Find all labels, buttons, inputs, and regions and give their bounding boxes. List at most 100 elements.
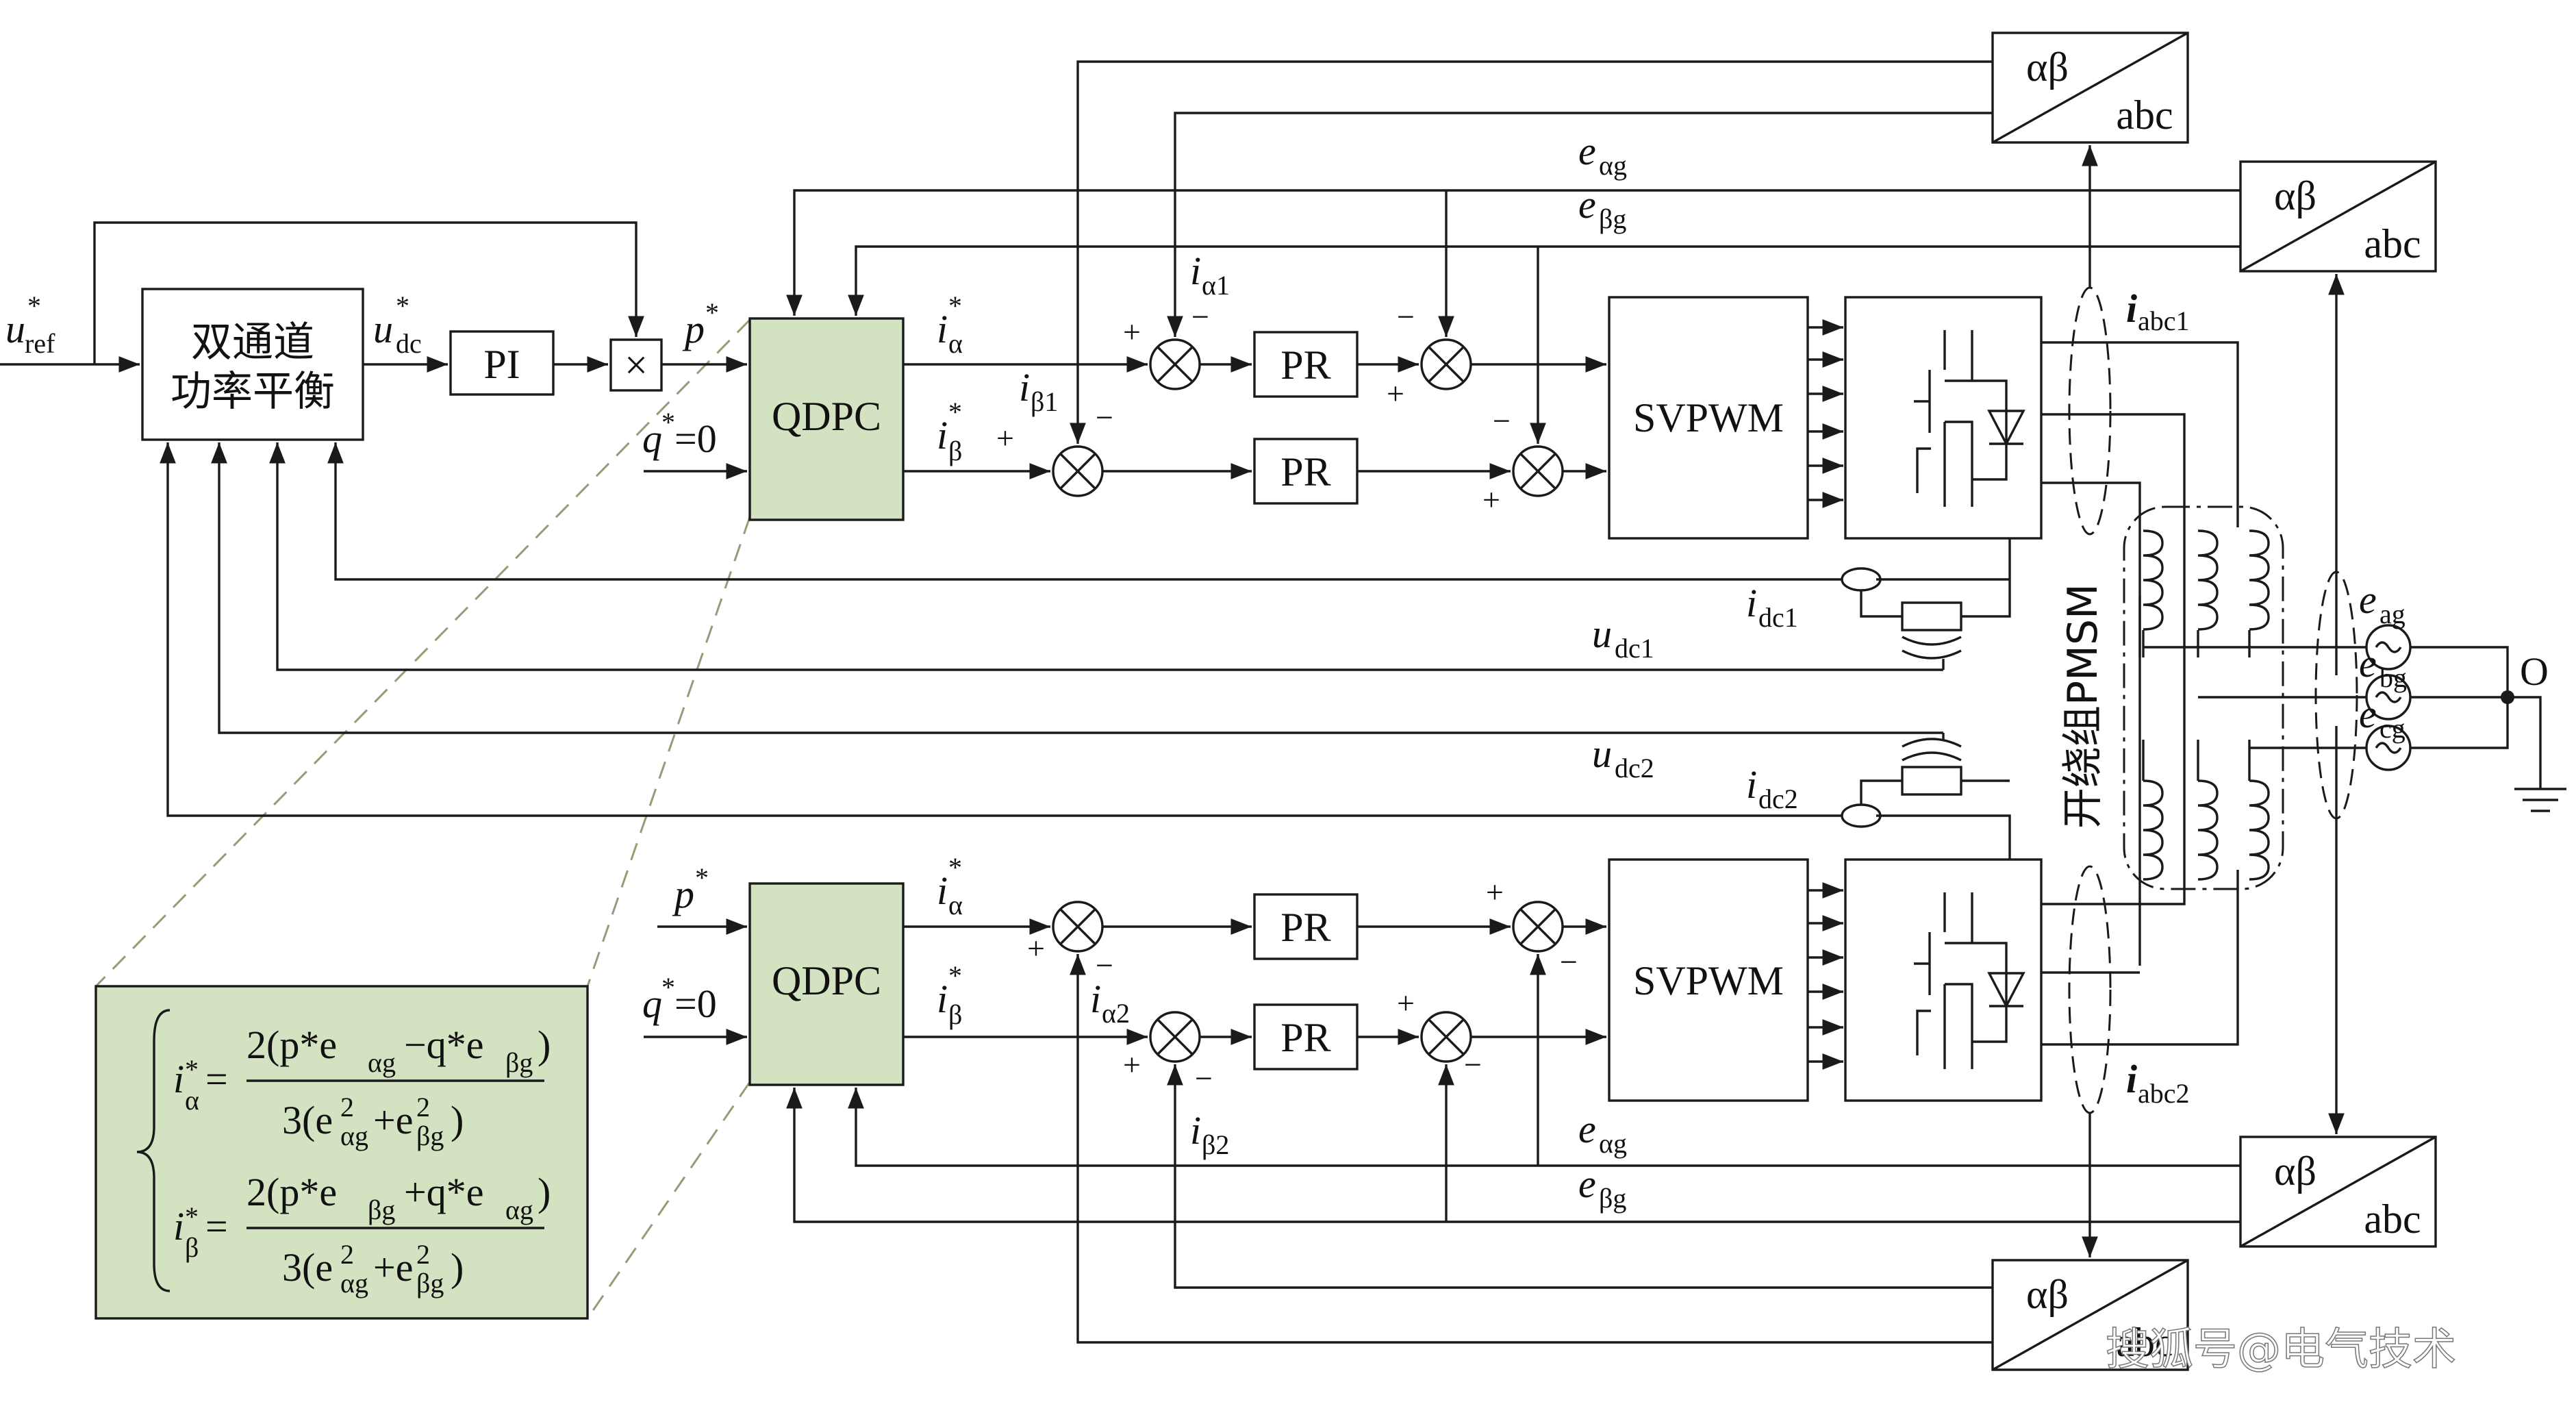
svg-text:αg: αg (368, 1047, 396, 1078)
svg-text:αg: αg (505, 1194, 533, 1225)
svg-text:αβ: αβ (2026, 45, 2069, 90)
svg-text:3(e: 3(e (282, 1245, 333, 1290)
svg-text:p: p (672, 872, 694, 916)
svg-text:ag: ag (2379, 599, 2405, 629)
signal-lines-bottom (644, 726, 2345, 1344)
svg-text:βg: βg (368, 1194, 395, 1225)
svg-text:*: * (185, 1054, 199, 1085)
svg-text:*: * (661, 972, 675, 1003)
svg-text:i: i (2126, 1057, 2137, 1101)
svg-text:i: i (937, 413, 948, 457)
svg-text:): ) (451, 1245, 464, 1290)
svg-text:−: − (1191, 299, 1209, 334)
svg-text:SVPWM: SVPWM (1633, 395, 1784, 440)
svg-text:cg: cg (2379, 713, 2405, 744)
svg-text:): ) (538, 1023, 551, 1067)
transform-block-bottom1: αβ abc (2239, 1136, 2437, 1248)
svg-text:αβ: αβ (2274, 1149, 2316, 1194)
svg-text:2: 2 (340, 1239, 354, 1270)
svg-text:β1: β1 (1031, 386, 1058, 417)
svg-text:abc1: abc1 (2138, 305, 2190, 336)
svg-text:PR: PR (1280, 905, 1330, 950)
svg-text:=0: =0 (674, 416, 717, 461)
svg-text:β: β (948, 999, 962, 1030)
svg-text:u: u (1592, 612, 1612, 656)
inverter-top (1844, 296, 2043, 540)
svg-text:+: + (1387, 376, 1404, 411)
svg-text:β: β (185, 1232, 199, 1263)
svg-text:i: i (1190, 1108, 1201, 1153)
motor-label: 开绕组PMSM (2059, 584, 2107, 829)
svg-text:): ) (451, 1098, 464, 1142)
svg-text:dc1: dc1 (1615, 633, 1654, 664)
svg-text:*: * (948, 852, 962, 883)
svg-text:abc: abc (2364, 1196, 2421, 1242)
summing-junctions (1052, 338, 1564, 1063)
svg-text:βg: βg (416, 1268, 444, 1299)
svg-text:dc: dc (396, 328, 422, 359)
svg-text:abc: abc (2364, 221, 2421, 266)
svg-text:q: q (642, 981, 662, 1026)
svg-text:αg: αg (1599, 150, 1627, 181)
qdpc-block-top: QDPC (748, 317, 905, 521)
svg-text:*: * (705, 297, 719, 328)
svg-text:αβ: αβ (2274, 173, 2316, 218)
svpwm-block-top: SVPWM (1608, 296, 1809, 540)
formula-box: i * α = 2(p*e αg −q*e βg ) 3(e 2 αg +e 2… (94, 985, 589, 1320)
svg-text:α: α (948, 328, 963, 359)
signal-lines-top (0, 60, 2345, 817)
svg-text:*: * (185, 1201, 199, 1232)
pr-block: PR (1253, 331, 1359, 398)
svg-text:u: u (5, 307, 25, 351)
svg-text:bg: bg (2379, 662, 2407, 693)
svg-text:+: + (1397, 986, 1415, 1020)
svg-text:u: u (1592, 731, 1612, 776)
svg-text:i: i (937, 307, 948, 351)
svg-text:−: − (1560, 944, 1578, 979)
svg-text:3(e: 3(e (282, 1098, 333, 1142)
svg-text:dc2: dc2 (1758, 784, 1798, 814)
svg-text:PR: PR (1280, 1015, 1330, 1060)
svg-text:α1: α1 (1202, 270, 1230, 301)
svg-text:*: * (661, 407, 675, 438)
svg-text:β: β (948, 436, 962, 466)
svg-text:dc1: dc1 (1758, 602, 1798, 633)
svg-text:*: * (396, 290, 409, 321)
svg-text:−: − (1096, 948, 1113, 983)
svg-text:abc: abc (2116, 92, 2173, 138)
svg-text:−: − (1195, 1061, 1213, 1096)
svg-text:): ) (538, 1170, 551, 1214)
svg-text:αg: αg (340, 1120, 368, 1151)
svg-text:+e: +e (373, 1098, 413, 1142)
svg-text:q: q (642, 416, 662, 461)
signal-labels: u * ref u * dc p * q * =0 i * α i * β i … (5, 129, 2549, 1214)
svg-text:i: i (1190, 249, 1201, 293)
svg-text:开绕组PMSM: 开绕组PMSM (2059, 584, 2107, 829)
svg-text:e: e (2359, 577, 2377, 622)
svg-text:βg: βg (1599, 1183, 1626, 1214)
motor-windings (2123, 505, 2284, 890)
svg-text:e: e (1578, 1162, 1596, 1206)
grid-sources (2068, 286, 2566, 1114)
svg-text:−: − (1464, 1047, 1482, 1082)
svg-text:αg: αg (340, 1268, 368, 1299)
transform-block-top1: αβ abc (1991, 32, 2189, 144)
pr-block: PR (1253, 438, 1359, 505)
balance-block: 双通道 功率平衡 (141, 288, 364, 441)
svg-text:β2: β2 (1202, 1129, 1229, 1160)
phase-lines (2041, 341, 2239, 1046)
pr-block: PR (1253, 893, 1359, 960)
svg-text:SVPWM: SVPWM (1633, 958, 1784, 1003)
svg-text:abc2: abc2 (2138, 1078, 2190, 1109)
svg-text:i: i (1090, 977, 1101, 1021)
svg-text:βg: βg (416, 1120, 444, 1151)
transform-block-top2: αβ abc (2239, 160, 2437, 273)
svg-text:i: i (937, 977, 948, 1021)
svg-text:*: * (948, 397, 962, 427)
transform-block-bottom2: αβ abc (1991, 1259, 2189, 1371)
svg-text:+: + (1123, 314, 1141, 349)
svg-text:i: i (1746, 762, 1757, 807)
svg-text:2: 2 (416, 1239, 430, 1270)
svg-text:2: 2 (340, 1092, 354, 1123)
